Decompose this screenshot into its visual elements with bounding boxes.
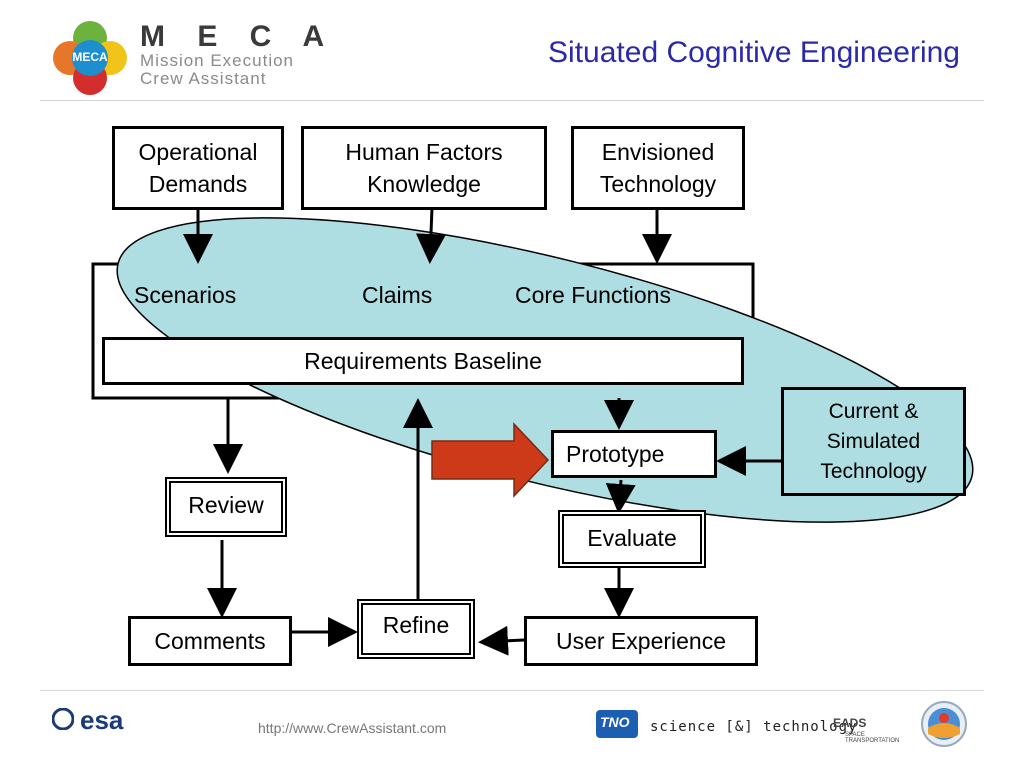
page-title: Situated Cognitive Engineering (548, 36, 960, 69)
comments-box: Comments (128, 616, 292, 666)
eads-sub-text: SPACE TRANSPORTATION (845, 732, 900, 744)
eads-logo-text: EADS (833, 716, 867, 730)
arrow-ux-to-refine (478, 625, 525, 656)
meca-logo-icon (50, 18, 130, 98)
user-experience-box: User Experience (524, 616, 758, 666)
requirements-baseline-box: Requirements Baseline (102, 337, 744, 385)
footer-url-link[interactable]: http://www.CrewAssistant.com (258, 720, 447, 736)
esa-logo-text: esa (80, 705, 124, 735)
human-factors-box: Human Factors Knowledge (301, 126, 547, 210)
envisioned-technology-box: Envisioned Technology (571, 126, 745, 210)
header-divider (40, 100, 984, 101)
logo-line-1: Mission Execution (140, 51, 295, 70)
operational-demands-box: Operational Demands (112, 126, 284, 210)
refine-box: Refine (357, 599, 475, 659)
arrow-hf-to-claims (415, 207, 446, 264)
logo-wordmark: M E C A (140, 20, 337, 53)
logo-text: M E C A Mission Execution Crew Assistant (140, 22, 336, 88)
footer-divider (40, 690, 984, 691)
evaluate-box: Evaluate (558, 510, 706, 568)
prototype-box: Prototype (551, 430, 717, 478)
mission-patch-icon (920, 700, 968, 748)
logo-line-2: Crew Assistant (140, 69, 267, 88)
tno-logo-text: TNO (600, 714, 630, 730)
esa-logo-icon (51, 707, 75, 731)
tno-logo-icon (596, 710, 638, 738)
claims-label: Claims (362, 282, 433, 308)
red-block-arrow (431, 422, 550, 498)
current-technology-box: Current & Simulated Technology (781, 387, 966, 496)
core-functions-label: Core Functions (515, 282, 671, 308)
meca-logo-badge: MECA (72, 50, 108, 64)
review-box: Review (165, 477, 287, 537)
arrow-prototype-to-evaluate (605, 479, 636, 514)
scenarios-label: Scenarios (134, 282, 237, 308)
science-technology-text: science [&] technology (650, 719, 858, 735)
